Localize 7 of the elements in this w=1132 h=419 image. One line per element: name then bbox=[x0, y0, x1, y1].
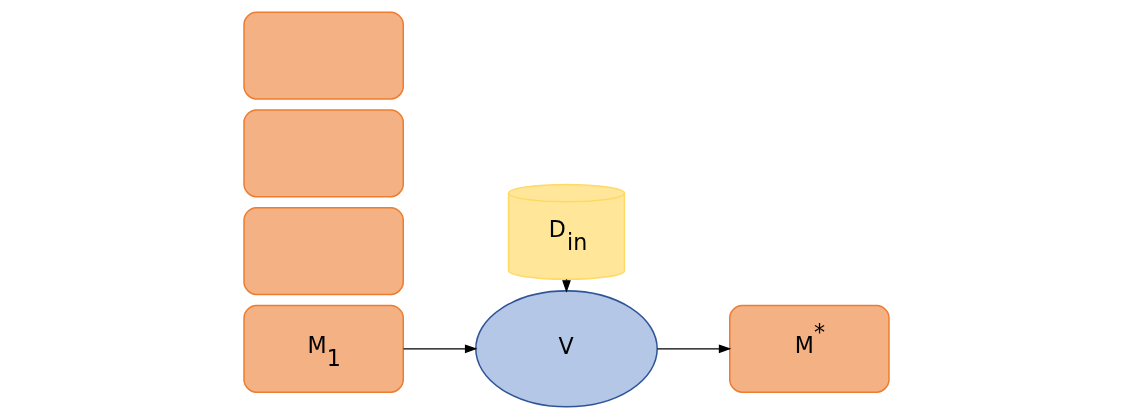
arrow bbox=[561, 278, 571, 293]
node-box bbox=[242, 11, 404, 100]
arrow bbox=[656, 344, 731, 354]
arrow bbox=[402, 344, 477, 354]
node-box bbox=[242, 109, 404, 198]
node-box bbox=[242, 207, 404, 296]
node-ellipse: V bbox=[474, 290, 658, 408]
